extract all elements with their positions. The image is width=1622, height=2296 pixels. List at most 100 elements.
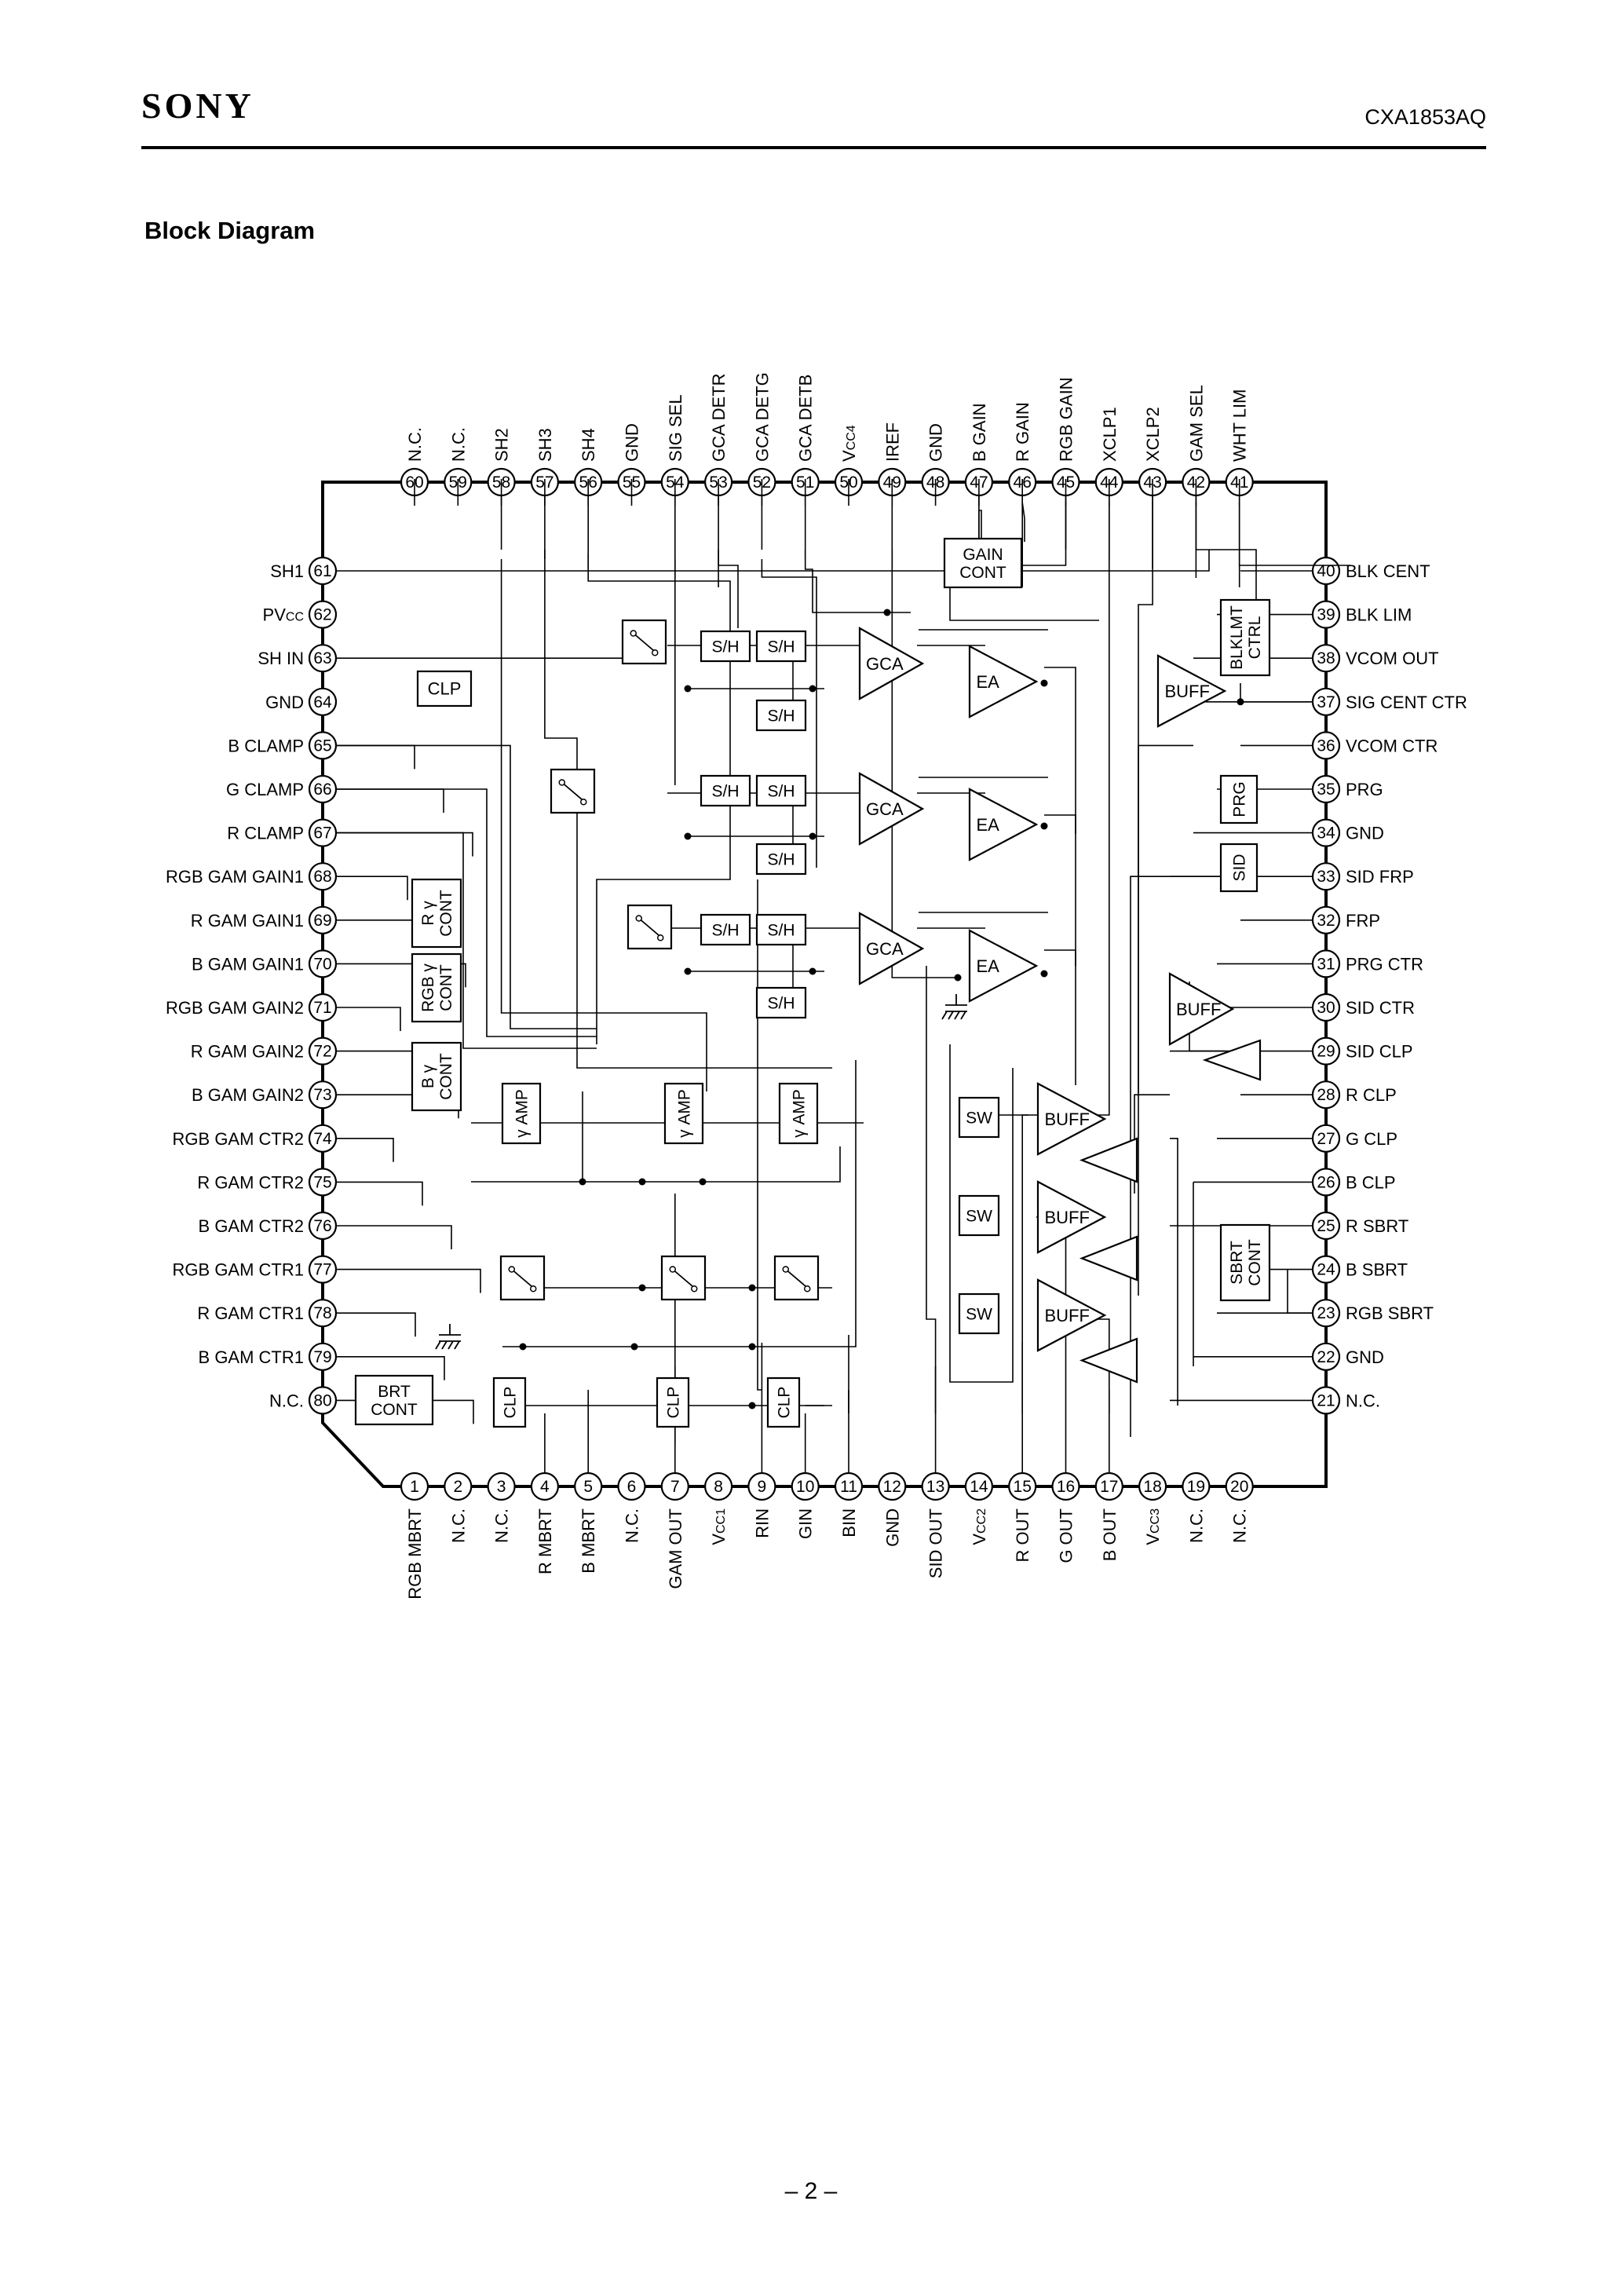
part-number: CXA1853AQ [1364, 105, 1486, 129]
pin-label-blk-cent: BLK CENT [1346, 561, 1430, 581]
pin-20: 20 [1225, 1472, 1254, 1501]
error-amp-r: EA [968, 645, 1039, 718]
pin-63: 63 [308, 644, 338, 673]
pin-21: 21 [1311, 1386, 1341, 1415]
pin-label-wht-lim: WHT LIM [1230, 389, 1250, 462]
clamp-amp-b [1079, 1337, 1138, 1384]
pin-number: 30 [1317, 999, 1335, 1017]
sid-clamp-amp [1202, 1039, 1262, 1081]
pin-66: 66 [308, 774, 338, 804]
junction-dot [684, 967, 692, 975]
pin-26: 26 [1311, 1168, 1341, 1197]
pin-label-r-gain: R GAIN [1013, 402, 1032, 462]
pin-number: 34 [1317, 824, 1335, 843]
junction-dot [748, 1402, 756, 1409]
pin-37: 37 [1311, 687, 1341, 716]
output-buffer-g: BUFF [1036, 1180, 1107, 1254]
sample-hold-block-5-label: S/H [767, 782, 795, 800]
pin-71: 71 [308, 993, 338, 1022]
pin-number: 69 [313, 912, 331, 930]
pin-number: 11 [840, 1478, 857, 1496]
pin-label-gam-out: GAM OUT [666, 1508, 685, 1589]
pin-label-n-c: N.C. [448, 1508, 468, 1543]
pin-label-n-c: N.C. [448, 427, 468, 462]
pin-label-rgb-gam-gain2: RGB GAM GAIN2 [166, 998, 304, 1018]
junction-dot [519, 1343, 527, 1351]
pin-circle [878, 1472, 907, 1501]
sony-logo: SONY [141, 86, 254, 126]
pin-number: 19 [1187, 1478, 1205, 1496]
pin-32: 32 [1311, 905, 1341, 934]
prg-block-label: PRG [1230, 781, 1248, 817]
pin-number: 9 [758, 1478, 767, 1496]
gamma-amp-b-label: γ AMP [790, 1089, 808, 1138]
pin-69: 69 [308, 905, 338, 934]
pin-label-b-clp: B CLP [1346, 1172, 1396, 1192]
r-gamma-cont-block-label: CONT [437, 890, 455, 937]
junction-dot [638, 1178, 646, 1186]
pin-number: 6 [627, 1478, 637, 1496]
pin-number: 3 [497, 1478, 506, 1496]
pin-label-r-gam-gain2: R GAM GAIN2 [191, 1042, 304, 1062]
pin-31: 31 [1311, 949, 1341, 978]
pin-number: 4 [540, 1478, 550, 1496]
gain-cont-block-label: CONT [959, 564, 1006, 582]
sbrt-cont-block-label: SBRT [1228, 1241, 1246, 1285]
clamp-amp-g [1079, 1235, 1138, 1281]
gain-cont-block-label: GAIN [963, 546, 1003, 564]
pin-label-gnd: GND [265, 693, 304, 712]
sid-buffer: BUFF [1168, 972, 1235, 1046]
pin-label-gnd: GND [926, 423, 946, 462]
pin-label-sig-sel: SIG SEL [666, 394, 685, 462]
gamma-amp-r: γ AMP [501, 1082, 542, 1145]
pin-number: 8 [714, 1478, 723, 1496]
clp-block-r: CLP [492, 1377, 527, 1428]
pin-label-rgb-gam-ctr2: RGB GAM CTR2 [173, 1129, 304, 1149]
pin-number: 74 [313, 1130, 332, 1148]
blklmt-ctrl-block-label: BLKLMT [1228, 605, 1246, 670]
pin-circle [703, 1472, 733, 1501]
pin-number: 70 [313, 955, 331, 973]
pin-12: 12 [878, 1472, 907, 1501]
gca-amp-b-label: GCA [866, 939, 904, 959]
pin-label-g-clp: G CLP [1346, 1129, 1397, 1149]
b-gamma-cont-block-label: CONT [437, 1053, 455, 1100]
section-title: Block Diagram [144, 217, 315, 244]
pin-label-frp: FRP [1346, 911, 1380, 930]
output-buffer-r: BUFF [1036, 1082, 1107, 1156]
sample-hold-block-3-label: S/H [767, 707, 795, 725]
pin-15: 15 [1008, 1472, 1037, 1501]
pin-8: 8 [703, 1472, 733, 1501]
error-amp-b-label: EA [977, 956, 1000, 976]
pin-number: 76 [313, 1217, 331, 1235]
sample-hold-block-8-label: S/H [767, 921, 795, 939]
gca-amp-r: GCA [858, 627, 925, 700]
pin-40: 40 [1311, 556, 1341, 586]
pin-number: 24 [1317, 1261, 1335, 1279]
pin-label-sh4: SH4 [579, 428, 598, 462]
sample-hold-block-5: S/H [755, 774, 807, 807]
sid-block-label: SID [1230, 854, 1248, 881]
pin-label-gca-detg: GCA DETG [752, 372, 772, 462]
pin-number: 17 [1100, 1478, 1118, 1496]
pin-label-gnd: GND [1346, 824, 1384, 843]
pin-label-gnd: GND [1346, 1347, 1384, 1367]
pin-number: 18 [1143, 1478, 1161, 1496]
gamma-switch-g [660, 1255, 707, 1301]
output-switch-b-label: SW [966, 1305, 992, 1323]
pin-number: 79 [313, 1348, 331, 1366]
pin-35: 35 [1311, 774, 1341, 804]
output-buffer-r-label: BUFF [1045, 1110, 1090, 1129]
sid-block: SID [1219, 843, 1259, 893]
sample-hold-block-7-label: S/H [711, 921, 739, 939]
pin-number: 31 [1317, 955, 1335, 973]
clp-block-b-label: CLP [775, 1387, 793, 1419]
pin-number: 73 [313, 1086, 331, 1104]
pin-label-pvcc: PVCC [263, 605, 304, 625]
pin-label-sh3: SH3 [535, 428, 555, 462]
pin-circle [964, 1472, 994, 1501]
pin-24: 24 [1311, 1255, 1341, 1284]
pin-label-sig-cent-ctr: SIG CENT CTR [1346, 693, 1467, 712]
